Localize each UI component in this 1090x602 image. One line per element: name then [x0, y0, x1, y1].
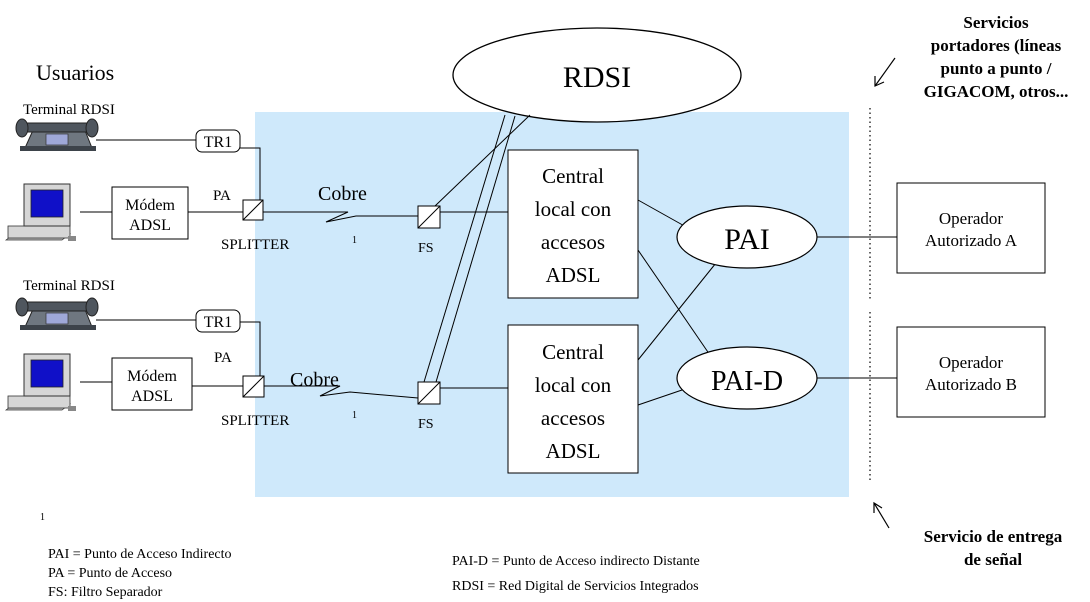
servicios-portadores-line2: portadores (líneas	[931, 36, 1062, 55]
central-bottom-line3: accesos	[541, 406, 605, 430]
pa-label-bottom: PA	[214, 350, 232, 366]
servicios-portadores-line3: punto a punto /	[940, 59, 1051, 78]
central-top-line4: ADSL	[546, 263, 601, 287]
splitter-label-top: SPLITTER	[221, 237, 289, 253]
modem-box-bottom	[111, 357, 193, 411]
rdsi-link-bottom-fs-a	[423, 114, 506, 383]
legend-footnote-mark: 1	[40, 512, 45, 523]
pai-d-label: PAI-D	[711, 366, 783, 397]
users-title: Usuarios	[36, 60, 114, 85]
modem-box-top	[111, 186, 189, 240]
servicios-portadores-line1: Servicios	[963, 13, 1029, 32]
rdsi-cloud-label: RDSI	[563, 61, 631, 94]
pa-label-top: PA	[213, 188, 231, 204]
modem-label-bottom-2: ADSL	[131, 388, 173, 405]
operator-a-line1: Operador	[939, 209, 1004, 228]
modem-label-top-1: Módem	[125, 197, 175, 214]
tr1-box-top	[195, 129, 241, 153]
fs-label-top: FS	[418, 241, 434, 256]
footnote-mark-bottom: 1	[352, 410, 357, 421]
modem-label-bottom-1: Módem	[127, 368, 177, 385]
operator-b-box	[896, 326, 1046, 418]
cobre-line-bottom	[264, 385, 419, 399]
servicios-portadores-line4: GIGACOM, otros...	[924, 82, 1069, 101]
arrow-up-left-icon	[873, 501, 890, 529]
computer-icon	[4, 183, 76, 241]
operator-b-line2: Autorizado B	[925, 375, 1017, 394]
cobre-label-top: Cobre	[318, 183, 367, 205]
central-bottom-line2: local con	[535, 373, 612, 397]
filter-separator-bottom	[417, 381, 441, 405]
legend-pai-d: PAI-D = Punto de Acceso indirecto Distan…	[452, 554, 700, 569]
splitter-top	[242, 199, 264, 221]
link-central-top-pai	[637, 199, 689, 229]
tr1-label-top: TR1	[204, 134, 232, 151]
link-central-bottom-pai	[637, 257, 721, 361]
tr1-line-top	[240, 147, 261, 200]
computer-icon	[4, 353, 76, 411]
filter-separator-top	[417, 205, 441, 229]
rdsi-cloud	[452, 27, 742, 123]
tr1-box-bottom	[195, 309, 241, 333]
rdsi-link-bottom-fs-b	[435, 115, 516, 383]
central-box-bottom	[507, 324, 639, 474]
footnote-mark-top: 1	[352, 235, 357, 246]
fs-label-bottom: FS	[418, 417, 434, 432]
legend-pai: PAI = Punto de Acceso Indirecto	[48, 547, 232, 562]
central-top-line1: Central	[542, 164, 604, 188]
central-box-top	[507, 149, 639, 299]
central-bottom-line4: ADSL	[546, 439, 601, 463]
central-bottom-line1: Central	[542, 340, 604, 364]
central-top-line3: accesos	[541, 230, 605, 254]
link-central-top-paid	[637, 249, 713, 359]
terminal-rdsi-label-top: Terminal RDSI	[23, 102, 115, 118]
central-top-line2: local con	[535, 197, 612, 221]
pai-label: PAI	[724, 223, 770, 256]
legend-fs: FS: Filtro Separador	[48, 585, 163, 600]
tr1-line-bottom	[240, 321, 261, 376]
cobre-line-top	[263, 211, 418, 223]
phone-icon	[15, 297, 99, 330]
splitter-label-bottom: SPLITTER	[221, 413, 289, 429]
splitter-bottom	[242, 375, 265, 398]
legend-rdsi: RDSI = Red Digital de Servicios Integrad…	[452, 579, 699, 594]
operator-b-line1: Operador	[939, 353, 1004, 372]
servicio-entrega-line1: Servicio de entrega	[924, 527, 1063, 546]
cobre-label-bottom: Cobre	[290, 369, 339, 391]
phone-icon	[15, 118, 99, 151]
tr1-label-bottom: TR1	[204, 314, 232, 331]
operator-a-line2: Autorizado A	[925, 231, 1018, 250]
operator-a-box	[896, 182, 1046, 274]
servicio-entrega-line2: de señal	[964, 550, 1022, 569]
modem-label-top-2: ADSL	[129, 217, 171, 234]
rdsi-link-top-fs	[434, 114, 531, 207]
terminal-rdsi-label-bottom: Terminal RDSI	[23, 278, 115, 294]
arrow-down-left-icon	[874, 57, 896, 87]
legend-pa: PA = Punto de Acceso	[48, 566, 172, 581]
link-central-bottom-paid	[637, 389, 683, 406]
